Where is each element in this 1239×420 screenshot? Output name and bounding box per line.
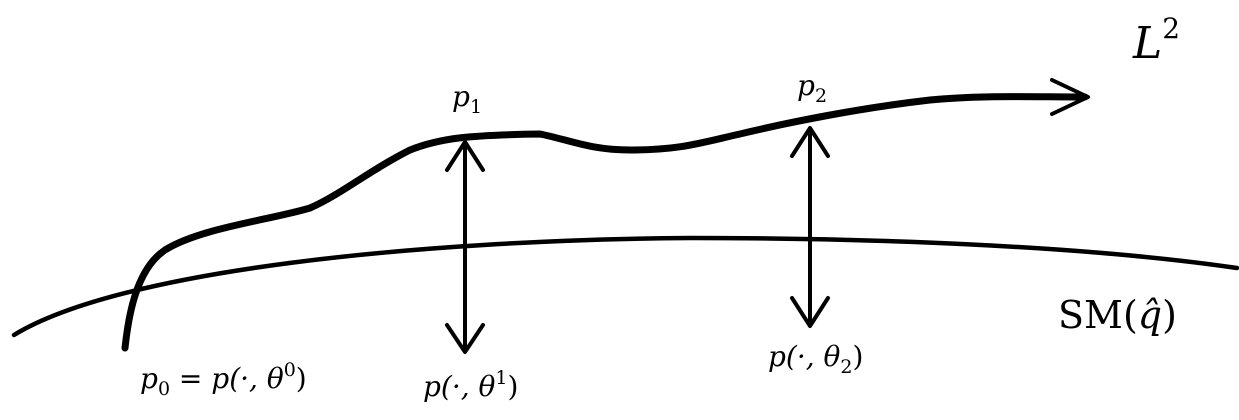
space-label: L2 <box>1132 12 1180 69</box>
trajectory-curve <box>121 93 1089 352</box>
projection-arrow-2 <box>790 126 830 328</box>
p1-label: p1 <box>452 80 482 118</box>
trajectory-arrowhead <box>1050 78 1090 116</box>
projection-2-label: p(·, θ2) <box>768 340 863 378</box>
submanifold-curve <box>11 235 1239 338</box>
submanifold-label: SM(q̂) <box>1058 293 1177 337</box>
p2-label: p2 <box>797 69 827 107</box>
projection-1-label: p(·, θ1) <box>423 367 518 403</box>
p0-label: p0 = p(·, θ0) <box>140 359 307 400</box>
projection-arrow-1 <box>445 140 485 354</box>
